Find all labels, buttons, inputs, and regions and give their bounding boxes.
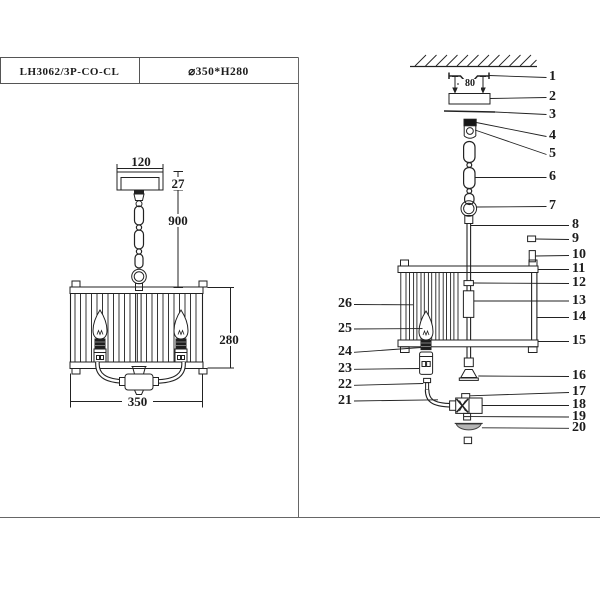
bottom-dish-part20 (454, 422, 483, 431)
fixing-part10 (528, 250, 536, 263)
hub-stub-part17 (461, 393, 471, 399)
model-number: LH3062/3P-CO-CL (19, 66, 120, 78)
ring-exploded (460, 200, 478, 224)
callout-24: 24 (338, 344, 352, 359)
ceiling-hatch (410, 54, 537, 68)
finial-part16 (458, 369, 479, 381)
callout-7: 7 (549, 198, 556, 213)
callout-26: 26 (338, 296, 352, 311)
canopy-loop (133, 189, 145, 208)
callout-22: 22 (338, 377, 352, 392)
dim-canopy-height: 27 (167, 177, 189, 190)
callout-5: 5 (549, 146, 556, 161)
size-spec: ⌀350*H280 (188, 66, 249, 78)
callout-18: 18 (572, 397, 586, 412)
frame-top-ring (397, 259, 539, 273)
fitting-part19 (463, 412, 472, 421)
candle-left (92, 309, 108, 363)
callout-15: 15 (572, 333, 586, 348)
frame-bottom-ring (397, 339, 539, 353)
dim-suspension-length: 900 (163, 214, 193, 227)
tube-part13 (462, 290, 475, 318)
center-stem-overview (136, 294, 142, 366)
hub-part18 (455, 393, 483, 414)
hub-overview (119, 366, 159, 398)
leader-lines-right (469, 75, 570, 429)
dim-shade-height: 280 (214, 333, 244, 346)
chain-exploded (463, 140, 476, 206)
arm-connector-part22 (423, 377, 432, 391)
dim-27-900-lines (173, 171, 183, 288)
canopy-overview (116, 171, 164, 191)
leader-lines-left (353, 304, 439, 402)
callout-19: 19 (572, 409, 586, 424)
candle-right (173, 309, 189, 363)
callout-14: 14 (572, 309, 586, 324)
chain-overview (133, 205, 145, 269)
callout-17: 17 (572, 384, 586, 399)
fixing-part9 (527, 235, 537, 243)
frame-side-rod-part14 (531, 272, 538, 340)
callout-3: 3 (549, 107, 556, 122)
callout-9: 9 (572, 231, 579, 246)
nut-part4 (463, 118, 477, 127)
dim-shade-diameter: 350 (122, 395, 153, 408)
bottom-cap (463, 436, 473, 445)
callout-6: 6 (549, 169, 556, 184)
callout-8: 8 (572, 217, 579, 232)
shade-top-ring (69, 280, 208, 294)
dim-mount-hole-spacing: 80 (459, 79, 481, 89)
canopy-exploded (448, 93, 491, 105)
callout-1: 1 (549, 69, 556, 84)
exploded-drawing (353, 54, 570, 445)
callout-16: 16 (572, 368, 586, 383)
callout-2: 2 (549, 89, 556, 104)
callout-13: 13 (572, 293, 586, 308)
cover-plate (443, 110, 496, 113)
dim-canopy-width: 120 (124, 155, 158, 168)
callout-21: 21 (338, 393, 352, 408)
shade-bottom-ring (69, 361, 208, 375)
callout-12: 12 (572, 275, 586, 290)
callout-4: 4 (549, 128, 556, 143)
callout-20: 20 (572, 420, 586, 435)
socket-part24 (420, 339, 432, 351)
callout-10: 10 (572, 247, 586, 262)
callout-11: 11 (572, 261, 586, 276)
page-grid (0, 57, 600, 518)
dim-280-lines (207, 287, 234, 369)
candle-sleeve-part23 (419, 351, 434, 375)
callout-23: 23 (338, 361, 352, 376)
quick-link-part5 (463, 126, 477, 139)
overview-drawing (69, 164, 234, 408)
arm-part21 (424, 389, 457, 411)
collar-part12 (463, 280, 474, 287)
callout-25: 25 (338, 321, 352, 336)
